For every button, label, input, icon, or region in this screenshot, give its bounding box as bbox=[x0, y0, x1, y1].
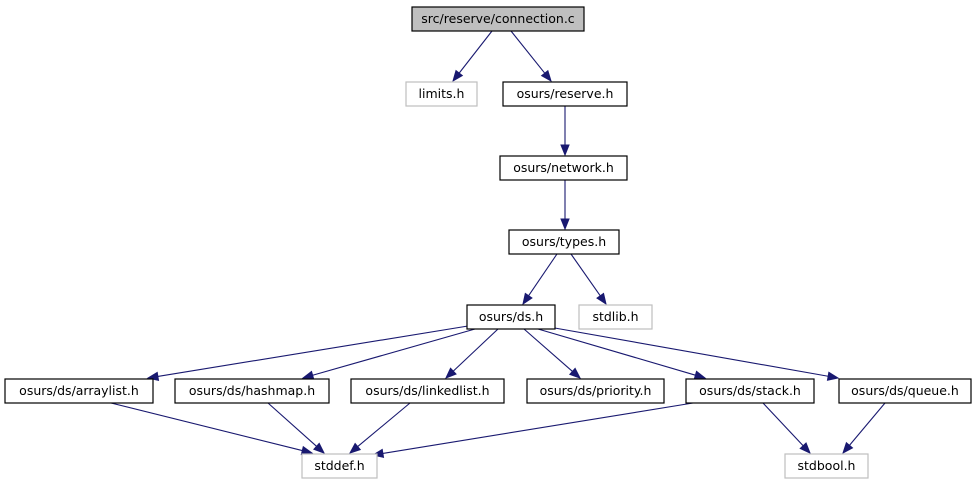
edge-line bbox=[762, 402, 804, 447]
edge-line bbox=[312, 328, 476, 376]
arrowhead-icon bbox=[560, 218, 570, 231]
node-stdbool-h[interactable]: stdbool.h bbox=[784, 453, 869, 479]
edge-queue-h-to-stdbool-h bbox=[842, 402, 886, 455]
edge-line bbox=[110, 402, 303, 452]
edge-types-h-to-ds-h bbox=[522, 253, 558, 306]
edge-connection-c-to-reserve-h bbox=[510, 30, 552, 83]
arrowhead-icon bbox=[799, 442, 811, 454]
edge-arraylist-h-to-stddef-h bbox=[110, 402, 314, 456]
node-reserve-h[interactable]: osurs/reserve.h bbox=[502, 81, 628, 107]
node-label-arraylist-h: osurs/ds/arraylist.h bbox=[19, 383, 139, 398]
edge-line bbox=[548, 326, 829, 377]
edge-linkedlist-h-to-stddef-h bbox=[348, 402, 411, 454]
arrowhead-icon bbox=[826, 371, 840, 381]
arrowhead-icon bbox=[693, 370, 707, 380]
edge-line bbox=[267, 402, 317, 447]
arrowhead-icon bbox=[301, 370, 315, 380]
arrowhead-icon bbox=[313, 442, 326, 454]
node-label-limits-h: limits.h bbox=[419, 86, 465, 101]
edge-line bbox=[528, 253, 558, 297]
arrowhead-icon bbox=[348, 442, 362, 454]
node-label-stdbool-h: stdbool.h bbox=[798, 458, 856, 473]
node-stddef-h[interactable]: stddef.h bbox=[301, 453, 378, 479]
arrowhead-icon bbox=[596, 292, 607, 306]
edge-stack-h-to-stddef-h bbox=[371, 402, 694, 458]
edge-reserve-h-to-network-h bbox=[560, 106, 570, 157]
arrowhead-icon bbox=[560, 144, 570, 157]
node-hashmap-h[interactable]: osurs/ds/hashmap.h bbox=[174, 378, 330, 404]
node-linkedlist-h[interactable]: osurs/ds/linkedlist.h bbox=[350, 378, 505, 404]
node-label-queue-h: osurs/ds/queue.h bbox=[851, 383, 959, 398]
node-label-network-h: osurs/network.h bbox=[513, 160, 614, 175]
edge-types-h-to-stdlib-h bbox=[570, 253, 607, 306]
edge-line bbox=[357, 402, 411, 448]
node-label-types-h: osurs/types.h bbox=[522, 234, 606, 249]
node-label-priority-h: osurs/ds/priority.h bbox=[540, 383, 652, 398]
edge-line bbox=[458, 30, 493, 74]
edge-hashmap-h-to-stddef-h bbox=[267, 402, 326, 454]
edge-ds-h-to-priority-h bbox=[523, 328, 582, 379]
arrowhead-icon bbox=[300, 445, 314, 456]
arrowhead-icon bbox=[540, 69, 552, 83]
nodes-layer: src/reserve/connection.c limits.h osurs/… bbox=[4, 6, 972, 479]
edge-line bbox=[510, 30, 546, 74]
node-label-hashmap-h: osurs/ds/hashmap.h bbox=[189, 383, 315, 398]
node-connection-c[interactable]: src/reserve/connection.c bbox=[411, 6, 585, 32]
arrowhead-icon bbox=[445, 367, 457, 379]
edge-line bbox=[157, 325, 469, 377]
edge-line bbox=[537, 328, 696, 376]
edge-line bbox=[570, 253, 601, 297]
node-label-linkedlist-h: osurs/ds/linkedlist.h bbox=[365, 383, 489, 398]
node-queue-h[interactable]: osurs/ds/queue.h bbox=[838, 378, 972, 404]
node-priority-h[interactable]: osurs/ds/priority.h bbox=[526, 378, 665, 404]
node-network-h[interactable]: osurs/network.h bbox=[499, 155, 628, 181]
node-label-reserve-h: osurs/reserve.h bbox=[517, 86, 614, 101]
edge-line bbox=[452, 328, 499, 372]
arrowhead-icon bbox=[452, 69, 464, 83]
edge-connection-c-to-limits-h bbox=[452, 30, 493, 83]
edge-stack-h-to-stdbool-h bbox=[762, 402, 811, 454]
node-label-ds-h: osurs/ds.h bbox=[479, 309, 543, 324]
arrowhead-icon bbox=[522, 292, 533, 306]
node-stack-h[interactable]: osurs/ds/stack.h bbox=[685, 378, 815, 404]
edge-network-h-to-types-h bbox=[560, 180, 570, 231]
arrowhead-icon bbox=[842, 441, 854, 455]
arrowhead-icon bbox=[568, 367, 582, 379]
edge-ds-h-to-stack-h bbox=[537, 328, 707, 380]
edge-ds-h-to-arraylist-h bbox=[146, 325, 469, 381]
node-stdlib-h[interactable]: stdlib.h bbox=[578, 304, 653, 330]
node-limits-h[interactable]: limits.h bbox=[405, 81, 478, 107]
edge-ds-h-to-linkedlist-h bbox=[445, 328, 499, 379]
node-label-connection-c: src/reserve/connection.c bbox=[421, 11, 575, 26]
node-arraylist-h[interactable]: osurs/ds/arraylist.h bbox=[4, 378, 154, 404]
node-label-stack-h: osurs/ds/stack.h bbox=[699, 383, 801, 398]
node-label-stddef-h: stddef.h bbox=[314, 458, 364, 473]
edges-layer bbox=[110, 30, 886, 458]
node-ds-h[interactable]: osurs/ds.h bbox=[466, 304, 556, 330]
edge-line bbox=[849, 402, 886, 446]
edge-line bbox=[523, 328, 573, 372]
node-types-h[interactable]: osurs/types.h bbox=[508, 229, 620, 255]
node-label-stdlib-h: stdlib.h bbox=[592, 309, 638, 324]
edge-line bbox=[382, 402, 694, 454]
edge-ds-h-to-queue-h bbox=[548, 326, 840, 381]
